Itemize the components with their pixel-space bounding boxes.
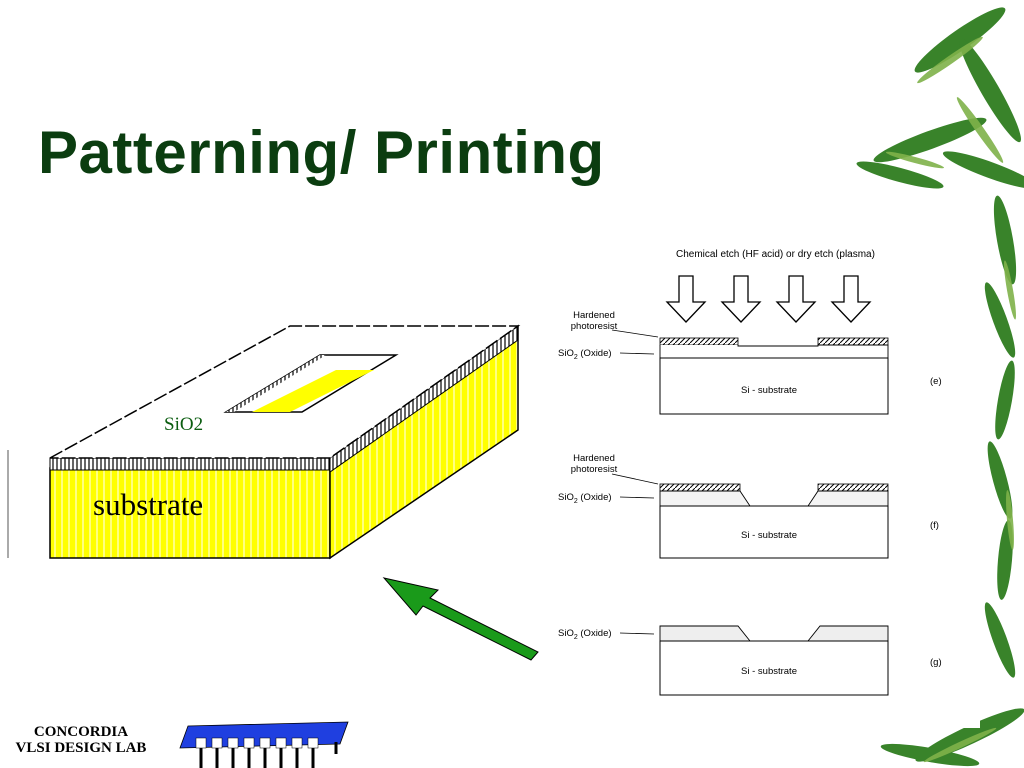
si-substrate-label-e: Si - substrate xyxy=(741,385,797,396)
sio2-front-edge xyxy=(49,457,331,471)
si-substrate-g xyxy=(659,640,889,696)
lab-name-line1: CONCORDIA xyxy=(33,724,129,740)
sio2-label: SiO2 xyxy=(164,414,203,435)
substrate-label: substrate xyxy=(93,487,203,522)
oxide-right-g xyxy=(807,625,889,642)
photoresist-left-f xyxy=(659,483,741,492)
sio2-oxide-label-g: SiO2 (Oxide) xyxy=(558,628,612,641)
green-arrow-icon xyxy=(382,577,539,661)
si-substrate-label-f: Si - substrate xyxy=(741,530,797,541)
lab-name: CONCORDIA VLSI DESIGN LAB xyxy=(0,724,162,756)
photoresist-right-f xyxy=(817,483,889,492)
si-substrate-label-g: Si - substrate xyxy=(741,666,797,677)
photoresist-right-e xyxy=(817,337,889,346)
oxide-right-f xyxy=(807,490,889,507)
wafer-3d-diagram: SiO2 substrate xyxy=(7,324,521,560)
cross-section-diagram: Chemical etch (HF acid) or dry etch (pla… xyxy=(550,238,980,728)
step-label-e: (e) xyxy=(930,376,942,387)
step-label-g: (g) xyxy=(930,657,942,668)
window-inner-hatch xyxy=(226,355,326,412)
exposed-substrate xyxy=(252,370,374,412)
sio2-oxide-label-f: SiO2 (Oxide) xyxy=(558,492,612,505)
chip-logo-icon xyxy=(179,721,349,768)
si-substrate-e xyxy=(659,357,889,415)
lab-name-line2: VLSI DESIGN LAB xyxy=(15,740,147,756)
si-substrate-f xyxy=(659,505,889,559)
slide-title: Patterning/ Printing xyxy=(38,119,605,186)
oxide-left-g xyxy=(659,625,751,642)
etch-arrows-icon xyxy=(665,275,872,323)
photoresist-left-e xyxy=(659,337,739,346)
sio2-oxide-label-e: SiO2 (Oxide) xyxy=(558,348,612,361)
oxide-layer-e xyxy=(659,344,889,359)
oxide-left-f xyxy=(659,490,751,507)
etch-label: Chemical etch (HF acid) or dry etch (pla… xyxy=(676,249,875,260)
step-label-f: (f) xyxy=(930,520,939,531)
